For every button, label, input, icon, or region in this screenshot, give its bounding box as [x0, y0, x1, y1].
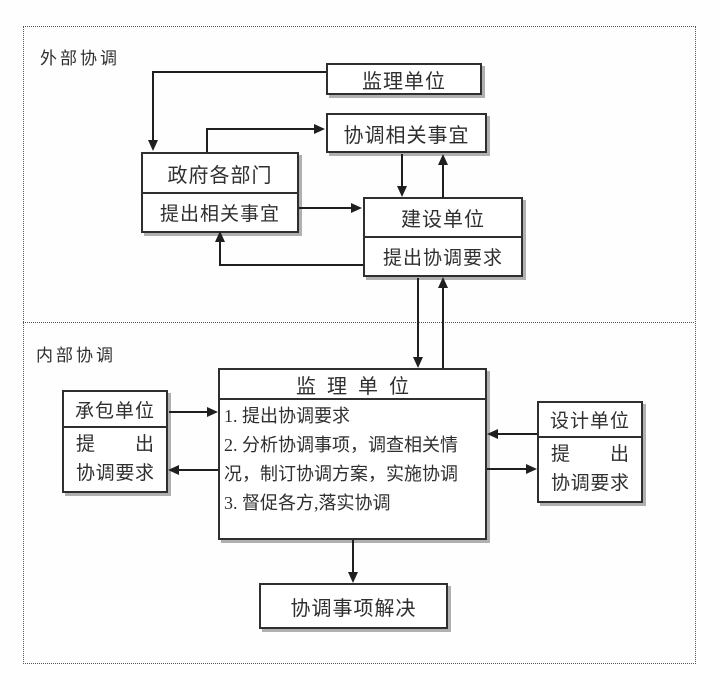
box-supervision-external: 监理单位: [326, 63, 482, 95]
arrow-contractor-to-supervision-head: [207, 407, 218, 417]
box-supervision-internal-tasks: 1. 提出协调要求 2. 分析协调事项，调查相关情 况，制订协调方案，实施协调 …: [220, 400, 485, 518]
box-designer-sub-line2: 协调要求: [551, 473, 629, 494]
box-construction-title: 建设单位: [365, 199, 521, 238]
outer-dotted-border: [23, 26, 696, 664]
arrow-government-to-matters-vline: [206, 128, 208, 152]
box-supervision-external-title: 监理单位: [362, 71, 446, 93]
box-designer-title: 设计单位: [539, 403, 641, 438]
arrow-supervision-to-designer-hline: [487, 468, 526, 470]
task-line-4: 3. 督促各方,落实协调: [224, 493, 391, 513]
section-label-internal: 内部协调: [36, 346, 116, 365]
box-supervision-internal: 监理单位 1. 提出协调要求 2. 分析协调事项，调查相关情 况，制订协调方案，…: [218, 368, 487, 540]
task-line-3: 况，制订协调方案，实施协调: [224, 464, 458, 484]
arrow-matters-to-construction-vline: [401, 154, 403, 187]
box-government: 政府各部门 提出相关事宜: [141, 152, 299, 233]
box-construction: 建设单位 提出协调要求: [363, 197, 523, 277]
box-resolved-title: 协调事项解决: [290, 597, 417, 620]
arrow-supervision-to-construction-head: [438, 277, 448, 288]
arrow-construction-to-government-head: [215, 231, 225, 242]
box-contractor: 承包单位 提出 协调要求: [62, 390, 168, 493]
arrow-supervision-to-construction-vline: [442, 288, 444, 368]
arrow-supervision-to-contractor-hline: [179, 469, 218, 471]
arrow-construction-to-supervision-head: [413, 357, 423, 368]
arrow-supervision-to-government-head: [148, 140, 158, 151]
box-construction-subtitle: 提出协调要求: [382, 248, 503, 269]
box-contractor-title: 承包单位: [64, 392, 166, 428]
box-resolved: 协调事项解决: [259, 583, 448, 629]
arrow-construction-to-matters-vline: [442, 165, 444, 198]
arrow-designer-to-supervision-hline: [498, 433, 537, 435]
box-contractor-subtitle: 提出 协调要求: [64, 428, 166, 491]
section-divider-dotted: [23, 322, 694, 323]
box-contractor-sub-line2: 协调要求: [76, 463, 154, 484]
task-line-2: 2. 分析协调事项，调查相关情: [224, 435, 458, 455]
arrow-construction-to-government-vline: [219, 242, 221, 266]
task-line-1: 1. 提出协调要求: [224, 406, 350, 426]
arrow-contractor-to-supervision-hline: [169, 411, 208, 413]
arrow-supervision-to-resolved-vline: [352, 540, 354, 573]
section-label-external: 外部协调: [40, 49, 120, 68]
box-government-title: 政府各部门: [143, 154, 297, 194]
box-coordinate-matters: 协调相关事宜: [326, 113, 487, 153]
arrow-government-to-matters-head: [314, 124, 325, 134]
arrow-government-to-construction-head: [351, 203, 362, 213]
arrow-supervision-to-government-vline: [152, 71, 154, 140]
arrow-construction-to-government-hline: [220, 264, 363, 266]
arrow-supervision-to-designer-head: [526, 464, 537, 474]
box-supervision-internal-title: 监理单位: [220, 370, 485, 400]
arrow-construction-to-supervision-vline: [417, 278, 419, 358]
arrow-supervision-to-resolved-head: [348, 572, 358, 583]
arrow-designer-to-supervision-head: [487, 429, 498, 439]
arrow-government-to-construction-hline: [299, 207, 352, 209]
box-contractor-sub-line1: 提出: [76, 434, 154, 455]
box-coordinate-matters-title: 协调相关事宜: [343, 124, 470, 147]
arrow-matters-to-construction-head: [397, 186, 407, 197]
arrow-supervision-to-government-hline: [153, 71, 326, 73]
box-designer: 设计单位 提出 协调要求: [537, 401, 643, 503]
box-designer-sub-line1: 提出: [551, 444, 629, 465]
arrow-supervision-to-contractor-head: [168, 465, 179, 475]
arrow-government-to-matters-hline: [206, 128, 314, 130]
box-government-subtitle: 提出相关事宜: [159, 204, 280, 225]
box-designer-subtitle: 提出 协调要求: [539, 438, 641, 501]
arrow-construction-to-matters-head: [438, 154, 448, 165]
